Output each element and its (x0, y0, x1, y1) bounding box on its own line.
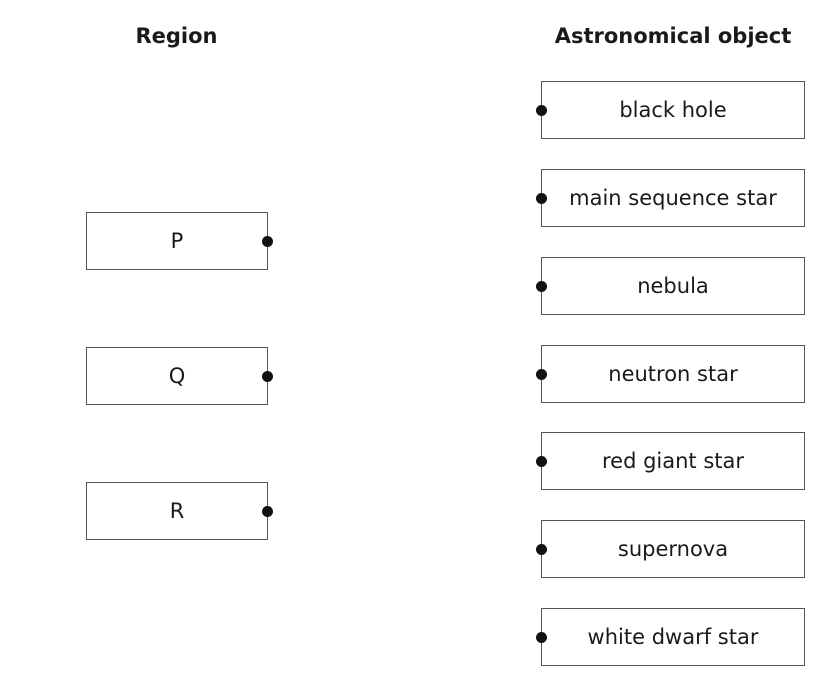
connector-dot-icon[interactable] (262, 235, 273, 247)
object-label: black hole (619, 98, 727, 122)
connector-dot-icon[interactable] (536, 104, 547, 116)
connector-dot-icon[interactable] (262, 370, 273, 382)
object-box-supernova: supernova (536, 520, 805, 578)
object-box-nebula: nebula (536, 257, 805, 315)
object-label: main sequence star (569, 186, 777, 210)
object-box-main-sequence-star: main sequence star (536, 169, 805, 227)
object-box-white-dwarf-star: white dwarf star (536, 608, 805, 666)
region-label: Q (168, 364, 186, 388)
connector-dot-icon[interactable] (536, 631, 547, 643)
connector-dot-icon[interactable] (262, 505, 273, 517)
region-label: R (169, 499, 185, 523)
object-label: red giant star (601, 449, 745, 473)
connector-dot-icon[interactable] (536, 280, 547, 292)
region-box-p: P (86, 212, 273, 270)
connector-dot-icon[interactable] (536, 455, 547, 467)
region-box-q: Q (86, 347, 273, 405)
region-box-r: R (86, 482, 273, 540)
object-box-red-giant-star: red giant star (536, 432, 805, 490)
object-label: supernova (617, 537, 729, 561)
object-label: neutron star (608, 362, 738, 386)
region-heading: Region (135, 24, 218, 48)
object-box-black-hole: black hole (536, 81, 805, 139)
connector-dot-icon[interactable] (536, 192, 547, 204)
object-box-neutron-star: neutron star (536, 345, 805, 403)
object-label: white dwarf star (587, 625, 759, 649)
region-label: P (170, 229, 184, 253)
connector-dot-icon[interactable] (536, 543, 547, 555)
connector-dot-icon[interactable] (536, 368, 547, 380)
object-label: nebula (637, 274, 709, 298)
object-heading: Astronomical object (554, 24, 792, 48)
